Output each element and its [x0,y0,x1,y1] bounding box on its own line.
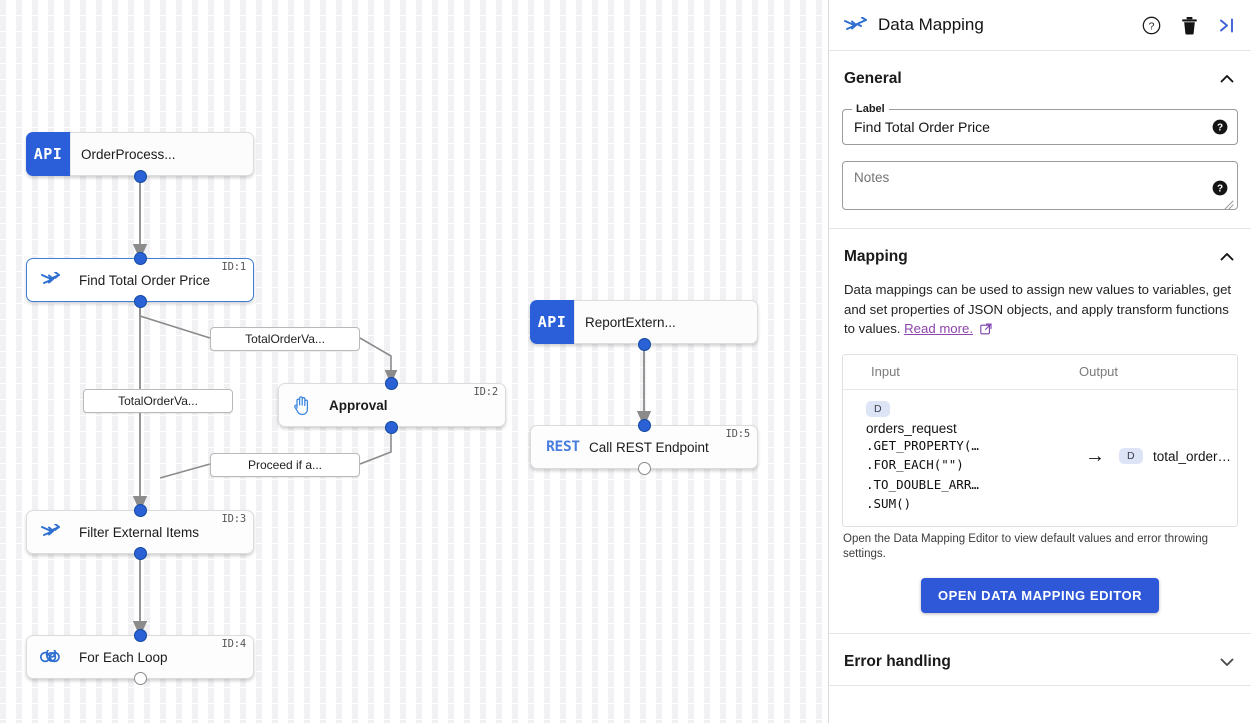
node-label: Call REST Endpoint [589,439,709,455]
section-title: General [844,70,902,87]
mapping-table: Input Output D orders_request .GET_PROPE… [842,353,1238,527]
node-port-out[interactable] [638,338,651,351]
section-divider [829,632,1251,634]
workflow-edges [132,177,652,638]
node-label: OrderProcess... [81,146,176,162]
svg-text:?: ? [1217,123,1223,134]
output-variable-name: total_order… [1152,448,1232,464]
mapping-input-cell: D orders_request .GET_PROPERTY(… .FOR_EA… [843,399,1071,514]
section-error-handling-header[interactable]: Error handling [841,634,1239,685]
help-filled-icon[interactable]: ? [1212,119,1228,135]
mapping-table-row[interactable]: D orders_request .GET_PROPERTY(… .FOR_EA… [843,390,1237,526]
node-port-in[interactable] [385,377,398,390]
input-variable-name: orders_request [866,420,957,436]
column-header-input: Input [871,364,900,379]
mapping-description-text: Data mappings can be used to assign new … [844,282,1232,336]
node-id-badge: ID:2 [473,386,499,398]
label-field-value: Find Total Order Price [854,119,990,135]
input-type-badge: D [866,400,890,417]
node-label: ReportExtern... [585,314,676,330]
resize-grip-icon[interactable] [1224,197,1234,210]
section-mapping: Mapping Data mappings can be used to ass… [829,229,1251,633]
mapping-table-note: Open the Data Mapping Editor to view def… [843,532,1209,560]
node-id-badge: ID:5 [725,428,751,440]
open-data-mapping-editor-button[interactable]: OPEN DATA MAPPING EDITOR [920,577,1160,613]
transform-step: .SUM() [866,496,912,511]
data-mapping-icon [27,272,79,288]
node-port-out[interactable] [134,547,147,560]
mapping-table-header: Input Output [843,355,1237,390]
node-label: For Each Loop [79,649,168,665]
chevron-up-icon[interactable] [1218,70,1236,88]
label-field-legend: Label [852,103,889,115]
external-link-icon[interactable] [979,321,992,341]
node-port-in[interactable] [134,629,147,642]
edge-label[interactable]: Proceed if a... [210,453,360,477]
section-title: Error handling [844,652,951,670]
section-title: Mapping [844,248,908,265]
node-label: Filter External Items [79,524,200,540]
output-type-badge: D [1119,448,1143,464]
section-error-handling: Error handling [829,634,1251,685]
read-more-link[interactable]: Read more. [904,321,974,336]
node-approval[interactable]: Approval ID:2 [278,383,506,427]
data-mapping-icon [27,524,79,540]
edge-label[interactable]: TotalOrderVa... [210,327,360,351]
infinity-icon [27,650,79,664]
node-port-out[interactable] [638,462,651,475]
chevron-down-icon[interactable] [1218,653,1236,671]
api-badge: API [26,132,70,176]
trash-icon[interactable] [1179,15,1199,35]
node-orderprocess[interactable]: API OrderProcess... [26,132,254,176]
node-port-out[interactable] [134,295,147,308]
svg-text:?: ? [1148,20,1154,32]
notes-field-placeholder: Notes [854,170,890,185]
node-port-out[interactable] [134,672,147,685]
label-field[interactable]: Label Find Total Order Price ? [842,103,1238,145]
node-port-out[interactable] [385,421,398,434]
svg-text:?: ? [1217,184,1223,195]
node-label: Find Total Order Price [79,272,211,288]
transform-step: .GET_PROPERTY(… [866,437,979,453]
rest-badge: REST [546,439,580,455]
transform-step: .TO_DOUBLE_ARR… [866,476,979,492]
node-call-rest-endpoint[interactable]: REST Call REST Endpoint ID:5 [530,425,758,469]
section-divider [829,228,1251,229]
section-divider [829,684,1251,686]
mapping-description: Data mappings can be used to assign new … [841,280,1239,341]
node-for-each-loop[interactable]: For Each Loop ID:4 [26,635,254,679]
section-general: General Label Find Total Order Price ? [829,51,1251,228]
notes-field[interactable]: Notes ? [842,161,1238,210]
section-general-header[interactable]: General [841,51,1239,102]
api-badge: API [530,300,574,344]
node-port-in[interactable] [134,504,147,517]
hand-icon [279,395,325,416]
edge-label[interactable]: TotalOrderVa... [83,389,233,413]
section-mapping-header[interactable]: Mapping [841,229,1239,280]
data-mapping-icon [841,17,871,33]
transform-step: .FOR_EACH("") [866,457,964,472]
node-label: Approval [329,397,388,413]
input-transform-chain: .GET_PROPERTY(… .FOR_EACH("") .TO_DOUBLE… [866,436,1071,514]
mapping-output-cell: D total_order… [1119,448,1231,464]
panel-header: Data Mapping ? [829,0,1251,51]
node-id-badge: ID:1 [221,261,247,273]
help-circle-icon[interactable]: ? [1141,15,1161,35]
chevron-up-icon[interactable] [1218,248,1236,266]
node-port-in[interactable] [134,252,147,265]
collapse-panel-icon[interactable] [1217,15,1237,35]
workflow-canvas[interactable]: API OrderProcess... Find Total Order Pri… [0,0,828,723]
help-filled-icon[interactable]: ? [1212,180,1228,196]
panel-title: Data Mapping [878,15,984,34]
column-header-output: Output [1079,364,1119,379]
node-id-badge: ID:3 [221,513,247,525]
node-port-in[interactable] [638,419,651,432]
node-id-badge: ID:4 [221,638,247,650]
mapping-arrow-icon: → [1085,444,1105,467]
node-port-out[interactable] [134,170,147,183]
node-reportextern[interactable]: API ReportExtern... [530,300,758,344]
properties-panel: Data Mapping ? [829,0,1251,723]
panel-splitter[interactable] [828,0,829,723]
